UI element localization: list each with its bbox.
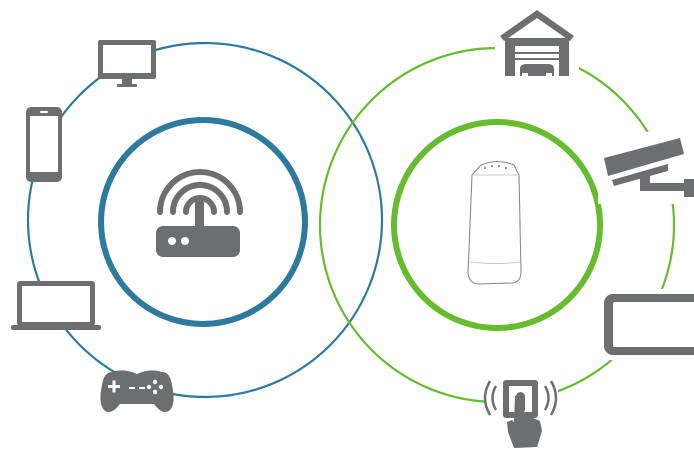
wifi-outer-ring bbox=[26, 41, 384, 399]
wifi-inner-ring bbox=[98, 117, 308, 327]
security-camera-icon bbox=[598, 132, 694, 204]
router-icon bbox=[156, 169, 243, 257]
desktop-monitor-icon bbox=[98, 40, 156, 87]
smart-home-network bbox=[318, 8, 694, 450]
smart-home-inner-ring bbox=[391, 119, 603, 331]
wifi-network bbox=[11, 40, 384, 412]
tablet-icon bbox=[599, 289, 694, 360]
game-controller-icon bbox=[100, 370, 174, 412]
smartphone-icon bbox=[26, 107, 62, 182]
smart-switch-icon bbox=[483, 370, 558, 450]
smart-hub-icon bbox=[467, 160, 522, 285]
garage-icon bbox=[495, 8, 579, 80]
laptop-icon bbox=[11, 281, 101, 330]
